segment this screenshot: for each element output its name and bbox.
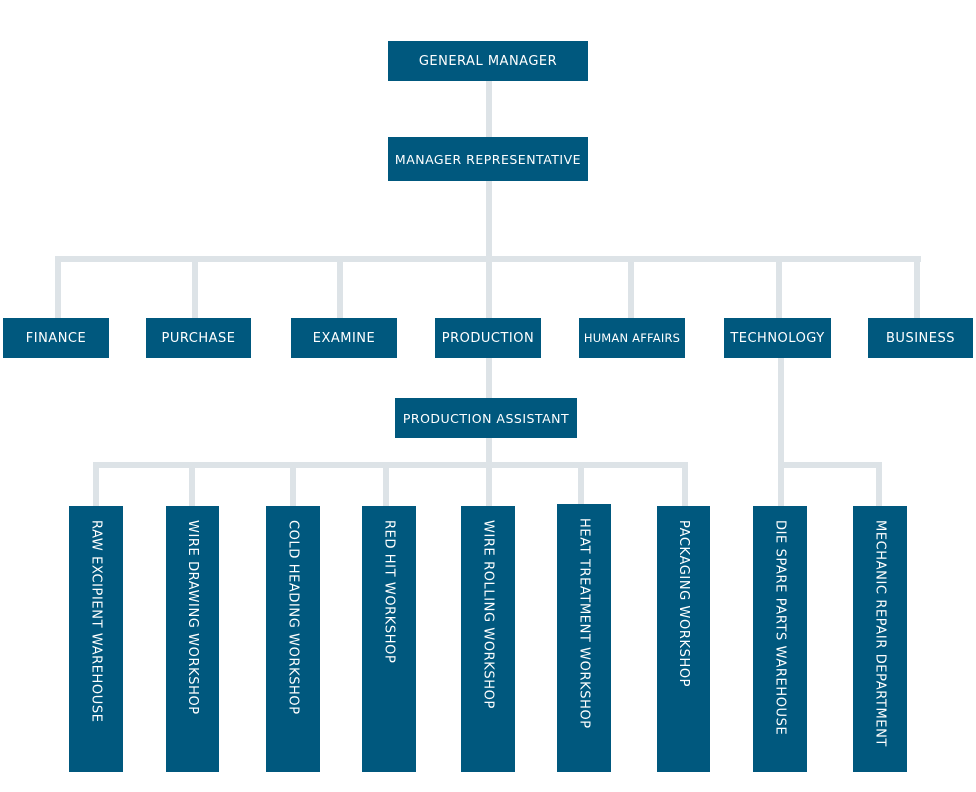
unit-label: PACKAGING WORKSHOP — [676, 520, 691, 688]
connector-unit-7 — [682, 462, 688, 508]
connector-purchase — [192, 256, 198, 318]
unit-label: RED HIT WORKSHOP — [381, 520, 397, 664]
general-manager-box: GENERAL MANAGER — [388, 41, 588, 81]
unit-mechanic-repair-department: MECHANIC REPAIR DEPARTMENT — [853, 506, 907, 772]
connector-tech-horizontal — [778, 462, 882, 468]
connector-unit-2 — [189, 462, 195, 508]
connector-assistant-to-trunk — [486, 438, 492, 468]
connector-business — [914, 256, 920, 318]
connector-production-to-assistant — [486, 358, 492, 398]
connector-unit-5 — [486, 462, 492, 508]
connector-examine — [337, 256, 343, 318]
unit-label: HEAT TREATMENT WORKSHOP — [576, 518, 592, 729]
connector-gm-to-rep — [486, 80, 492, 140]
department-purchase: PURCHASE — [146, 318, 251, 358]
department-production: PRODUCTION — [435, 318, 541, 358]
connector-unit-9 — [876, 462, 882, 508]
unit-red-hit-workshop: RED HIT WORKSHOP — [362, 506, 416, 772]
unit-label: MECHANIC REPAIR DEPARTMENT — [872, 520, 888, 747]
unit-label: Raw excipient warehouse — [88, 520, 104, 723]
connector-rep-to-trunk — [486, 180, 492, 260]
connector-production — [486, 256, 492, 318]
unit-label: COLD HEADING WORKSHOP — [285, 520, 301, 715]
department-technology: TECHNOLOGY — [724, 318, 831, 358]
unit-packaging-workshop: PACKAGING WORKSHOP — [657, 506, 710, 772]
unit-die-spare-parts-warehouse: DIE SPARE PARTS WAREHOUSE — [753, 506, 807, 772]
unit-label: WIRE DRAWING WORKSHOP — [185, 520, 200, 715]
department-examine: EXAMINE — [291, 318, 397, 358]
connector-technology — [776, 256, 782, 318]
department-finance: FINANCE — [3, 318, 109, 358]
unit-wire-drawing-workshop: WIRE DRAWING WORKSHOP — [166, 506, 219, 772]
department-human-affairs: HUMAN AFFAIRS — [579, 318, 685, 358]
unit-raw-excipient-warehouse: Raw excipient warehouse — [69, 506, 123, 772]
connector-technology-down — [778, 358, 784, 508]
connector-unit-6 — [578, 462, 584, 508]
connector-units-horizontal — [93, 462, 688, 468]
unit-label: WIRE ROLLING WORKSHOP — [480, 520, 496, 709]
connector-human-affairs — [628, 256, 634, 318]
connector-unit-1 — [93, 462, 99, 508]
connector-unit-3 — [290, 462, 296, 508]
manager-representative-box: MANAGER REPRESENTATIVE — [388, 137, 588, 181]
department-business: BUSINESS — [868, 318, 973, 358]
unit-label: DIE SPARE PARTS WAREHOUSE — [772, 520, 788, 736]
unit-wire-rolling-workshop: WIRE ROLLING WORKSHOP — [461, 506, 515, 772]
unit-heat-treatment-workshop: HEAT TREATMENT WORKSHOP — [557, 504, 611, 772]
production-assistant-box: PRODUCTION ASSISTANT — [395, 398, 577, 438]
unit-cold-heading-workshop: COLD HEADING WORKSHOP — [266, 506, 320, 772]
connector-finance — [55, 256, 61, 318]
connector-unit-4 — [383, 462, 389, 508]
